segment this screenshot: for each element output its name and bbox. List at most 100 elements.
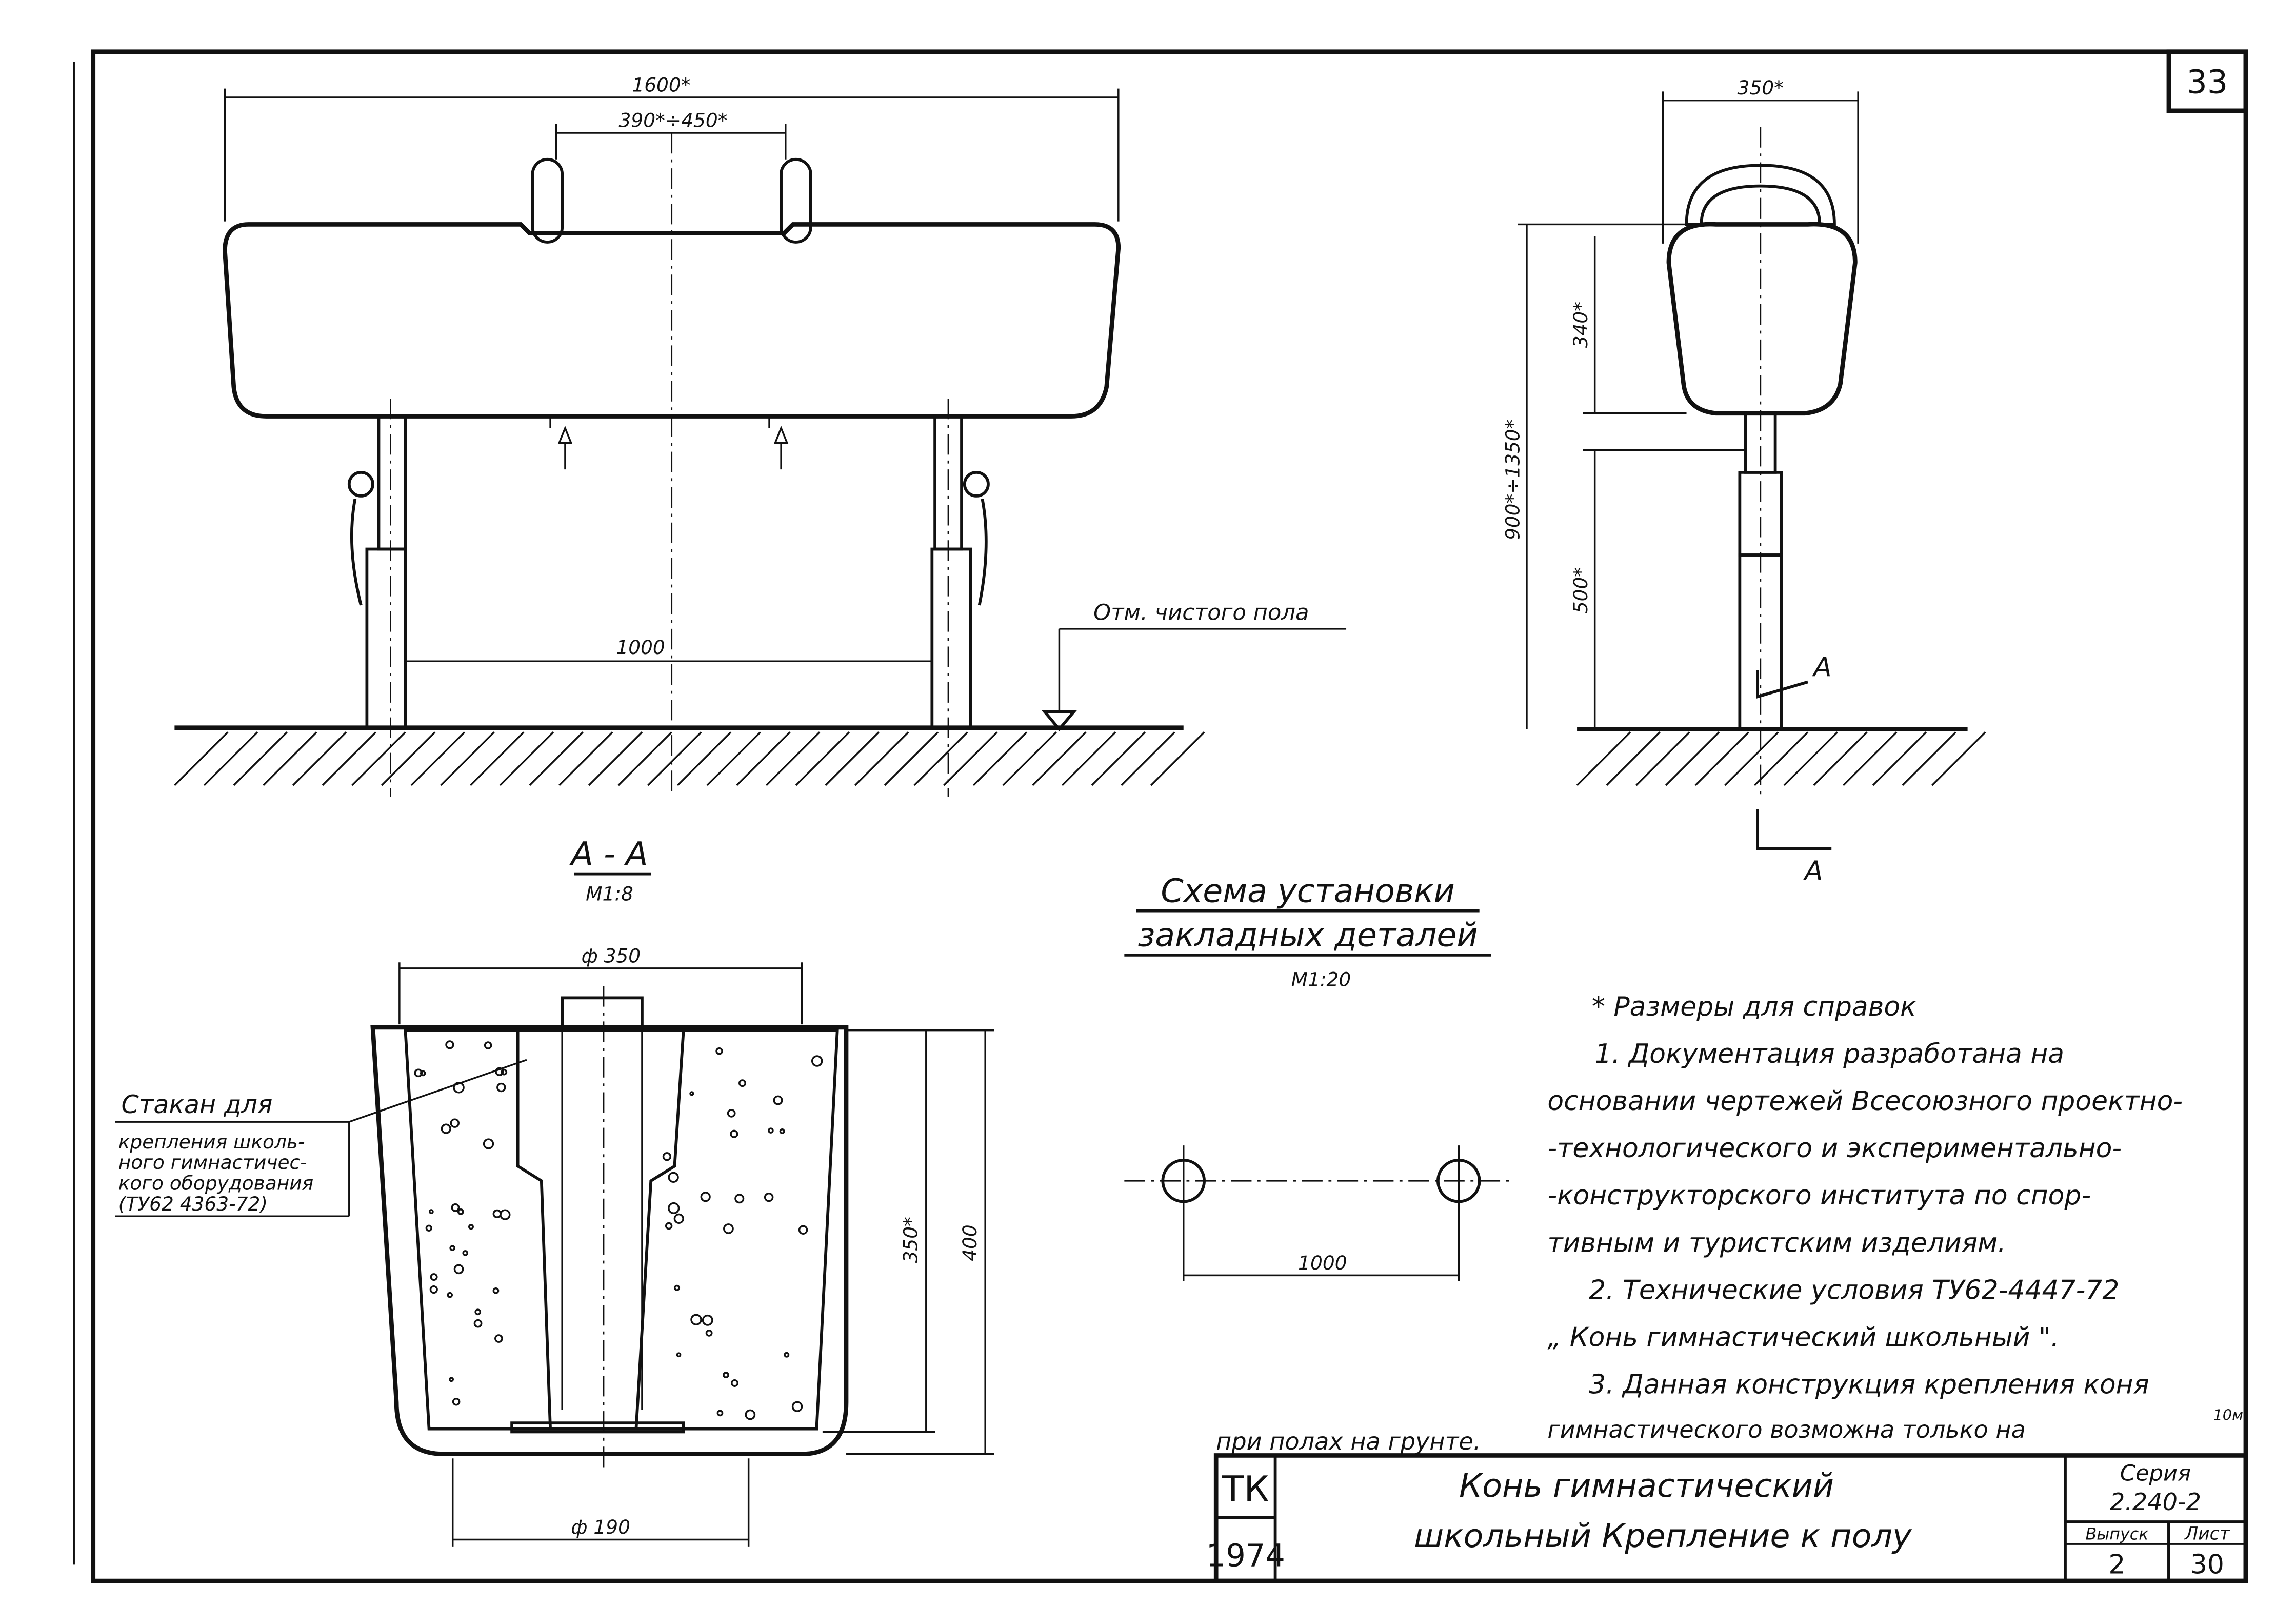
- aggregate-dot: [430, 1273, 438, 1281]
- pommel-left: [531, 157, 564, 244]
- series-label: Серия: [2120, 1460, 2191, 1486]
- hatch-line: [1902, 731, 1956, 786]
- floor-level-triangle: [1041, 710, 1077, 732]
- aggregate-dot: [723, 1223, 734, 1234]
- side-floor-hatch: [1576, 731, 1986, 786]
- aggregate-dot: [689, 1091, 694, 1096]
- hatch-line: [322, 731, 376, 786]
- right-leg-clamp-knob: [963, 471, 990, 498]
- hatch-line: [1635, 731, 1690, 786]
- section-title: А - А: [569, 835, 648, 873]
- section-mark-upper-arrow: [1756, 670, 1808, 699]
- pit-outline: [370, 1025, 849, 1456]
- aggregate-dot: [473, 1319, 483, 1328]
- aggregate-dot: [734, 1194, 745, 1204]
- hatch-line: [233, 731, 288, 786]
- hatch-line: [1872, 731, 1927, 786]
- left-leg-lever: [350, 499, 363, 606]
- hatch-line: [588, 731, 643, 786]
- callout-title: Стакан для: [122, 1090, 273, 1119]
- note-line-6: 2. Технические условия ТУ62-4447-72: [1589, 1275, 2119, 1305]
- leg-stub: [561, 996, 644, 1032]
- section-mark-lower: А: [1803, 856, 1823, 886]
- hatch-line: [1665, 731, 1720, 786]
- dim-top-diameter: ф 350: [582, 944, 641, 967]
- dim-sleeve-depth: 350*: [899, 1217, 922, 1263]
- aggregate-dot: [768, 1127, 774, 1134]
- callout-line-2: ного гимнастичес-: [118, 1151, 307, 1174]
- hatch-line: [1002, 731, 1057, 786]
- hatch-line: [943, 731, 998, 786]
- floor-mark-label: Отм. чистого пола: [1093, 600, 1309, 626]
- scheme-scale: М1:20: [1291, 968, 1351, 990]
- drawing-title-1: Конь гимнастический: [1459, 1466, 1834, 1504]
- hatch-line: [1576, 731, 1631, 786]
- hatch-line: [470, 731, 525, 786]
- sheet-label: Лист: [2184, 1524, 2230, 1544]
- callout-line-1: крепления школь-: [118, 1131, 305, 1153]
- hatch-line: [440, 731, 495, 786]
- drawing-title-2: школьный Крепление к полу: [1414, 1517, 1912, 1555]
- hatch-line: [766, 731, 821, 786]
- front-floor-hatch: [174, 731, 1205, 786]
- concrete-fill: [404, 1028, 839, 1431]
- note-line-5: тивным и туристским изделиям.: [1547, 1227, 2006, 1258]
- section-aa: А - А М1:8 ф 350 ф 190 350* 400: [115, 835, 994, 1547]
- aggregate-dot: [716, 1410, 724, 1417]
- aggregate-dot: [676, 1352, 682, 1358]
- aggregate-dot: [457, 1208, 464, 1215]
- hatch-line: [736, 731, 791, 786]
- note-line-3: -технологического и экспериментально-: [1547, 1133, 2122, 1164]
- aggregate-dot: [715, 1047, 723, 1055]
- aggregate-dot: [449, 1377, 454, 1382]
- aggregate-dot: [451, 1203, 460, 1212]
- title-block: ТК 1974 Конь гимнастический школьный Кре…: [1206, 1453, 2248, 1583]
- strap-pin-left: [549, 416, 573, 470]
- aggregate-dot: [731, 1379, 739, 1387]
- note-line-4: -конструкторского института по спор-: [1547, 1180, 2091, 1211]
- note-line-9: гимнастического возможна только на: [1547, 1416, 2025, 1443]
- dim-scheme-spacing: 1000: [1298, 1252, 1347, 1274]
- dim-width: 350*: [1738, 76, 1784, 99]
- aggregate-dot: [447, 1292, 453, 1298]
- side-body: [1666, 222, 1858, 416]
- dim-total-length: 1600*: [632, 73, 690, 96]
- concrete-aggregate: [414, 1040, 823, 1420]
- notes: * Размеры для справок 1. Документация ра…: [1216, 992, 2243, 1455]
- aggregate-dot: [483, 1138, 494, 1149]
- aggregate-dot: [501, 1068, 508, 1076]
- aggregate-dot: [668, 1172, 679, 1183]
- hatch-line: [1061, 731, 1116, 786]
- hatch-line: [1783, 731, 1838, 786]
- hatch-line: [972, 731, 1028, 786]
- aggregate-dot: [723, 1372, 729, 1378]
- hatch-line: [1121, 731, 1175, 786]
- side-view: 350* 340* 500* 900*÷1350* А А: [1502, 76, 1986, 886]
- layout-scheme: Схема установки закладных деталей М1:20 …: [1124, 871, 1509, 1281]
- sheet-frame: [91, 49, 2248, 1583]
- aggregate-dot: [764, 1192, 774, 1202]
- hatch-line: [1813, 731, 1868, 786]
- dim-bottom-diameter: ф 190: [571, 1516, 630, 1538]
- hatch-line: [795, 731, 850, 786]
- aggregate-dot: [702, 1314, 713, 1326]
- callout-line-4: (ТУ62 4363-72): [118, 1193, 268, 1215]
- left-leg-upper: [377, 414, 407, 551]
- issue-label: Выпуск: [2085, 1525, 2148, 1544]
- aggregate-dot: [690, 1314, 702, 1325]
- note-line-7: „ Конь гимнастический школьный ".: [1547, 1322, 2059, 1353]
- aggregate-dot: [773, 1095, 783, 1105]
- aggregate-dot: [468, 1224, 474, 1230]
- aggregate-dot: [665, 1222, 673, 1230]
- aggregate-dot: [779, 1128, 785, 1134]
- issue-value: 2: [2108, 1550, 2125, 1580]
- front-view: 1600* 390*÷450* 1000 Отм. чистого пола: [174, 73, 1347, 797]
- pommel-right: [780, 157, 812, 244]
- dim-lower-leg: 500*: [1569, 567, 1592, 613]
- aggregate-dot: [496, 1082, 506, 1093]
- note-line-1: 1. Документация разработана на: [1595, 1039, 2064, 1069]
- aggregate-dot: [500, 1209, 511, 1220]
- aggregate-dot: [727, 1109, 736, 1118]
- aggregate-dot: [798, 1225, 808, 1235]
- hatch-line: [558, 731, 613, 786]
